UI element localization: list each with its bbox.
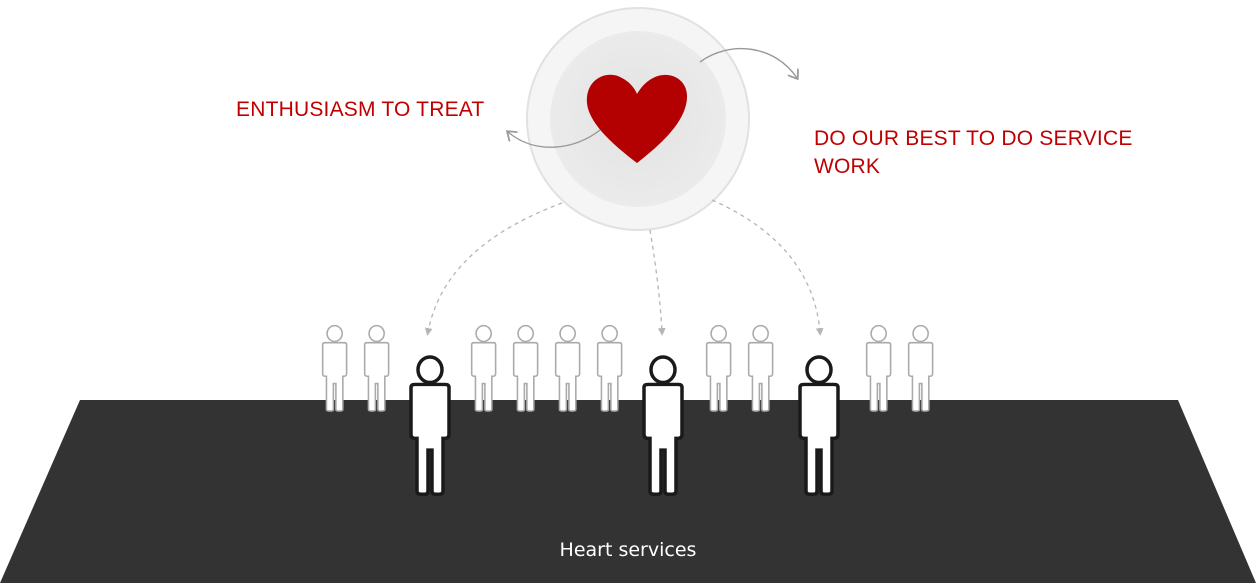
heart-icon [586,74,688,163]
person-icon [363,324,390,412]
person-icon [705,324,732,412]
person-icon [512,324,539,412]
dashed-arrow-right-icon [711,199,824,336]
label-enthusiasm: ENTHUSIASM TO TREAT [236,98,485,121]
label-best-service: DO OUR BEST TO DO SERVICE WORK [814,127,1133,178]
stage-label: Heart services [559,539,697,561]
stage-platform [0,400,1256,583]
person-icon [596,324,623,412]
arrow-curve-right-icon [699,47,797,78]
arrow-curve-left-icon [508,129,601,148]
person-icon [554,324,581,412]
person-icon [747,324,774,412]
person-icon [865,324,892,412]
dashed-arrow-middle-icon [649,229,666,336]
person-icon [907,324,934,412]
person-icon [321,324,348,412]
dashed-arrow-left-icon [424,202,563,336]
person-icon [470,324,497,412]
